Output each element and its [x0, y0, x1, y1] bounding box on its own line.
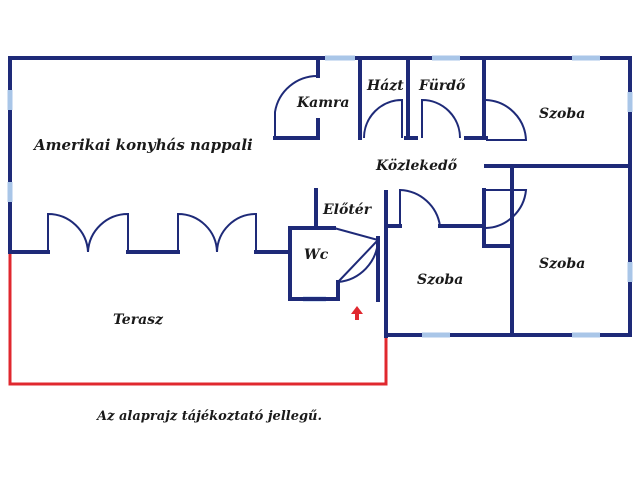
windows	[7, 55, 633, 338]
room-label-room-se: Szoba	[539, 256, 585, 272]
disclaimer-text: Az alaprajz tájékoztató jellegű.	[95, 409, 322, 424]
room-label-living: Amerikai konyhás nappali	[32, 136, 253, 154]
room-label-hallway: Közlekedő	[375, 158, 458, 174]
up-arrow-icon	[351, 306, 363, 320]
room-label-pantry: Kamra	[296, 95, 350, 111]
terrace-outline	[8, 252, 388, 386]
room-label-wc: Wc	[304, 247, 329, 263]
room-label-utility: Házt	[366, 78, 404, 94]
terrace-doors	[47, 212, 257, 253]
pantry-walls	[273, 56, 362, 140]
room-label-bathroom: Fürdő	[418, 78, 466, 94]
entrance-walls	[288, 188, 380, 302]
room-label-entrance: Előtér	[322, 202, 373, 218]
room-label-room-center: Szoba	[417, 272, 463, 288]
room-label-room-ne: Szoba	[539, 106, 585, 122]
interior-walls	[384, 164, 514, 337]
room-label-terrace: Terasz	[113, 312, 164, 328]
service-walls	[363, 56, 488, 140]
